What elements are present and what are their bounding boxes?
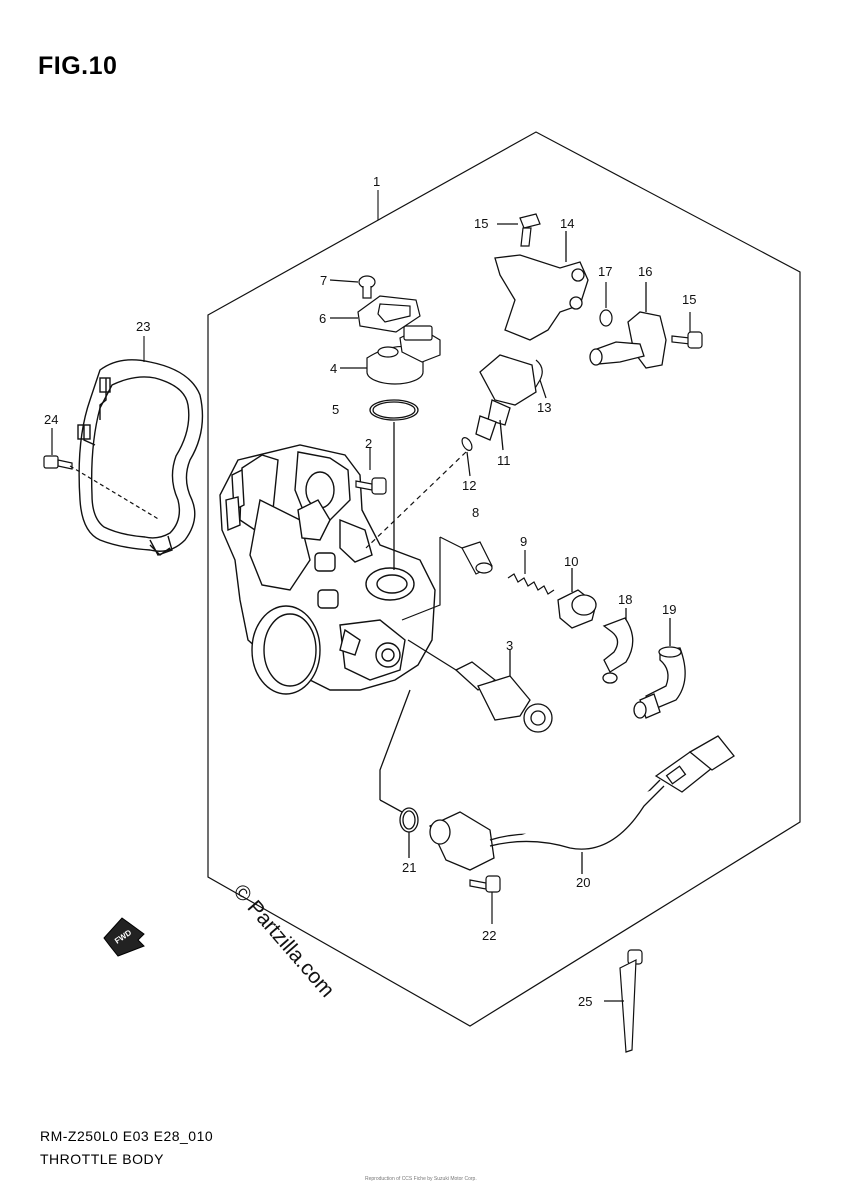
part-11-fuel-injector[interactable] (475, 354, 537, 451)
part-2-screw[interactable] (355, 447, 387, 495)
part-7-screw[interactable] (329, 275, 376, 299)
callout-11[interactable]: 11 (497, 453, 511, 468)
part-16-fuel-hose-joint[interactable] (589, 282, 667, 369)
part-18-hose[interactable] (602, 608, 634, 684)
part-8-plunger[interactable] (401, 536, 493, 621)
callout-20[interactable]: 20 (576, 875, 590, 890)
fwd-arrow-icon: FWD (103, 917, 145, 957)
callout-18[interactable]: 18 (618, 592, 632, 607)
callout-24[interactable]: 24 (44, 412, 58, 427)
part-19-hose-elbow[interactable] (633, 618, 686, 719)
callout-17[interactable]: 17 (598, 264, 612, 279)
callout-1[interactable]: 1 (373, 174, 380, 189)
callout-10[interactable]: 10 (564, 554, 578, 569)
callout-14[interactable]: 14 (560, 216, 574, 231)
figure-title: FIG.10 (38, 52, 118, 80)
reproduction-notice: Reproduction of CCS Fiche by Suzuki Moto… (365, 1176, 477, 1182)
part-4-sensor[interactable] (340, 325, 441, 385)
callout-5[interactable]: 5 (332, 402, 339, 417)
callout-16[interactable]: 16 (638, 264, 652, 279)
callout-2[interactable]: 2 (365, 436, 372, 451)
callout-12[interactable]: 12 (462, 478, 476, 493)
assembly-name: THROTTLE BODY (40, 1151, 164, 1167)
part-17-o-ring[interactable] (599, 282, 613, 327)
part-5-o-ring[interactable] (369, 399, 419, 570)
part-12-o-ring[interactable] (365, 436, 474, 549)
part-23-intake-boot[interactable] (77, 359, 204, 556)
part-9-spring[interactable] (507, 550, 555, 595)
callout-22[interactable]: 22 (482, 928, 496, 943)
callout-4[interactable]: 4 (330, 361, 337, 376)
part-6-bracket[interactable] (330, 295, 421, 333)
callout-13[interactable]: 13 (537, 400, 551, 415)
part-14-fuel-delivery-pipe[interactable] (494, 231, 589, 341)
callout-3[interactable]: 3 (506, 638, 513, 653)
callout-21[interactable]: 21 (402, 860, 416, 875)
callout-19[interactable]: 19 (662, 602, 676, 617)
model-code: RM-Z250L0 E03 E28_010 (40, 1128, 214, 1144)
callout-8[interactable]: 8 (472, 505, 479, 520)
part-15-bolt-right[interactable] (671, 312, 703, 349)
part-3-sensor[interactable] (407, 639, 553, 733)
part-13-clip[interactable] (533, 359, 547, 399)
callout-25[interactable]: 25 (578, 994, 592, 1009)
part-22-screw[interactable] (469, 875, 501, 924)
callout-9[interactable]: 9 (520, 534, 527, 549)
throttle-body[interactable] (219, 444, 436, 695)
part-10-cap[interactable] (557, 568, 597, 629)
callout-15-upper[interactable]: 15 (474, 216, 488, 231)
callout-6[interactable]: 6 (319, 311, 326, 326)
part-21-o-ring[interactable] (379, 689, 419, 858)
part-20-tps-harness[interactable] (429, 735, 735, 874)
assembly-boundary (207, 131, 801, 1027)
part-25-cable-tie[interactable] (604, 949, 643, 1053)
part-15-bolt-upper[interactable] (497, 213, 541, 247)
callout-15-right[interactable]: 15 (682, 292, 696, 307)
callout-7[interactable]: 7 (320, 273, 327, 288)
callout-23[interactable]: 23 (136, 319, 150, 334)
part-24-bolt[interactable] (43, 428, 161, 521)
